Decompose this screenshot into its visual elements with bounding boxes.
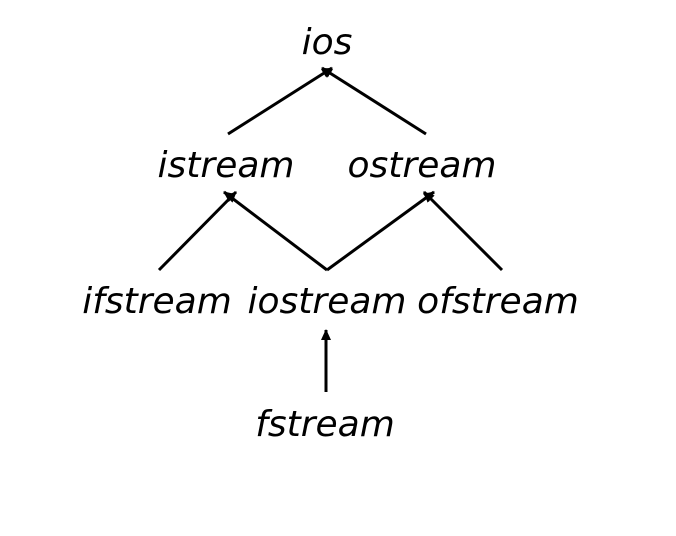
edge-istream-to-ios: [227, 66, 333, 136]
node-ios: ios: [302, 22, 353, 63]
edge-ofstream-to-ostream: [422, 190, 504, 272]
edge-ostream-to-ios: [321, 66, 427, 136]
edge-iostream-to-ostream: [326, 190, 435, 272]
node-ifstream: ifstream: [82, 281, 232, 322]
node-fstream: fstream: [255, 404, 395, 445]
edge-iostream-to-istream: [223, 190, 328, 272]
node-iostream: iostream: [248, 281, 407, 322]
node-ofstream: ofstream: [417, 281, 579, 322]
edge-ifstream-to-istream: [157, 190, 238, 272]
node-istream: istream: [158, 145, 295, 186]
node-ostream: ostream: [348, 145, 497, 186]
